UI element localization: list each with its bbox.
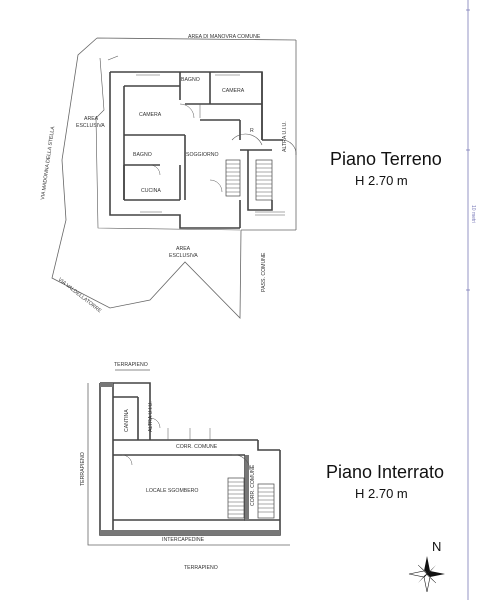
label-r-mark: R <box>250 128 254 134</box>
label-area-esclusiva-2b: ESCLUSIVA <box>169 253 198 259</box>
label-bagno-top: BAGNO <box>181 77 200 83</box>
scale-bar: 10 metri <box>466 0 476 600</box>
label-corr-comune-h: CORR. COMUNE <box>176 444 218 450</box>
ground-floor-title: Piano Terreno <box>330 149 442 169</box>
label-intercapedine: INTERCAPEDINE <box>162 537 205 543</box>
basement-height: H 2.70 m <box>355 486 408 501</box>
ground-floor-plan: AREA DI MANOVRA COMUNE BAGNO CAMERA CAME… <box>40 34 442 319</box>
label-area-esclusiva-1a: AREA <box>84 116 99 122</box>
ground-stairs <box>225 133 297 211</box>
label-terrapieno-bottom: TERRAPIENO <box>184 565 218 571</box>
label-camera-right: CAMERA <box>222 88 245 94</box>
label-area-esclusiva-1b: ESCLUSIVA <box>76 123 105 129</box>
label-corr-comune-v: CORR. COMUNE <box>250 464 256 506</box>
label-locale-sgombero: LOCALE SGOMBERO <box>146 488 198 494</box>
compass-north-arrow <box>424 556 430 574</box>
compass-rose <box>408 556 445 593</box>
compass-east-arrow <box>427 571 445 577</box>
basement-stairs <box>227 454 275 519</box>
label-top-area: AREA DI MANOVRA COMUNE <box>188 34 261 40</box>
label-cucina: CUCINA <box>141 188 161 194</box>
label-via-madonna: VIA MADONNA DELLA STELLA <box>40 126 56 201</box>
label-altra-ui-ground: ALTRA U.I.U. <box>282 121 288 152</box>
label-area-esclusiva-2a: AREA <box>176 246 191 252</box>
label-bagno-mid: BAGNO <box>133 152 152 158</box>
basement-plan: TERRAPIENO CANTINA ALTRA U.I.U. CORR. CO… <box>80 362 444 571</box>
label-altra-ui-basement: ALTRA U.I.U. <box>148 401 154 432</box>
label-terrapieno-left: TERRAPIENO <box>80 452 86 486</box>
compass-north-label: N <box>432 539 441 554</box>
scale-label: 10 metri <box>470 205 476 223</box>
label-via-valdella: VIA VALDELLATORRE <box>57 277 103 315</box>
label-camera-left: CAMERA <box>139 112 162 118</box>
label-terrapieno-top: TERRAPIENO <box>114 362 148 368</box>
label-cantina: CANTINA <box>124 409 130 432</box>
basement-title: Piano Interrato <box>326 462 444 482</box>
ground-floor-height: H 2.70 m <box>355 173 408 188</box>
label-pass-comune: PASS. COMUNE <box>261 252 267 292</box>
label-soggiorno: SOGGIORNO <box>186 152 219 158</box>
